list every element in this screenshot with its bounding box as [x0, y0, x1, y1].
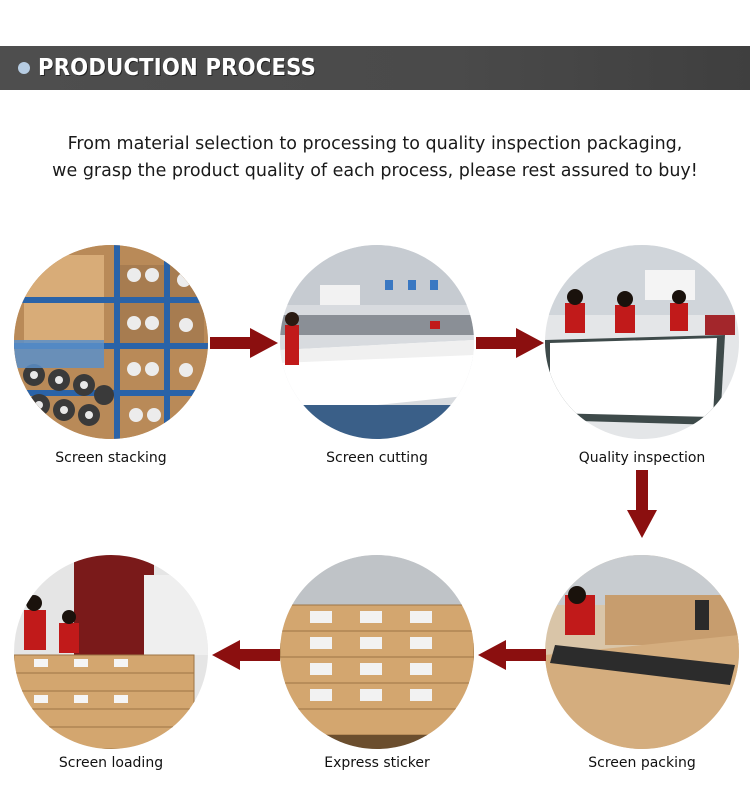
intro-line-2: we grasp the product quality of each pro…: [52, 161, 698, 181]
step-label: Quality inspection: [578, 450, 706, 466]
intro-line-1: From material selection to processing to…: [67, 134, 683, 154]
step-image-screen-loading: [14, 555, 208, 749]
step-label: Express sticker: [324, 755, 430, 771]
step-image-screen-stacking: [14, 245, 208, 439]
arrow-left-icon: [478, 640, 546, 670]
step-image-express-sticker: [280, 555, 474, 749]
arrow-left-icon: [212, 640, 280, 670]
step-label: Screen cutting: [326, 450, 428, 466]
section-title: PRODUCTION PROCESS: [38, 55, 317, 81]
step-label: Screen stacking: [55, 450, 167, 466]
intro-text: From material selection to processing to…: [0, 131, 750, 185]
step-label: Screen loading: [58, 755, 164, 771]
step-image-screen-cutting: [280, 245, 474, 439]
bullet-dot-icon: [18, 62, 30, 74]
step-label: Screen packing: [588, 755, 696, 771]
arrow-right-icon: [476, 328, 544, 358]
step-image-quality-inspection: [545, 245, 739, 439]
section-header-banner: PRODUCTION PROCESS: [0, 46, 750, 90]
step-image-screen-packing: [545, 555, 739, 749]
arrow-down-icon: [627, 470, 657, 538]
arrow-right-icon: [210, 328, 278, 358]
